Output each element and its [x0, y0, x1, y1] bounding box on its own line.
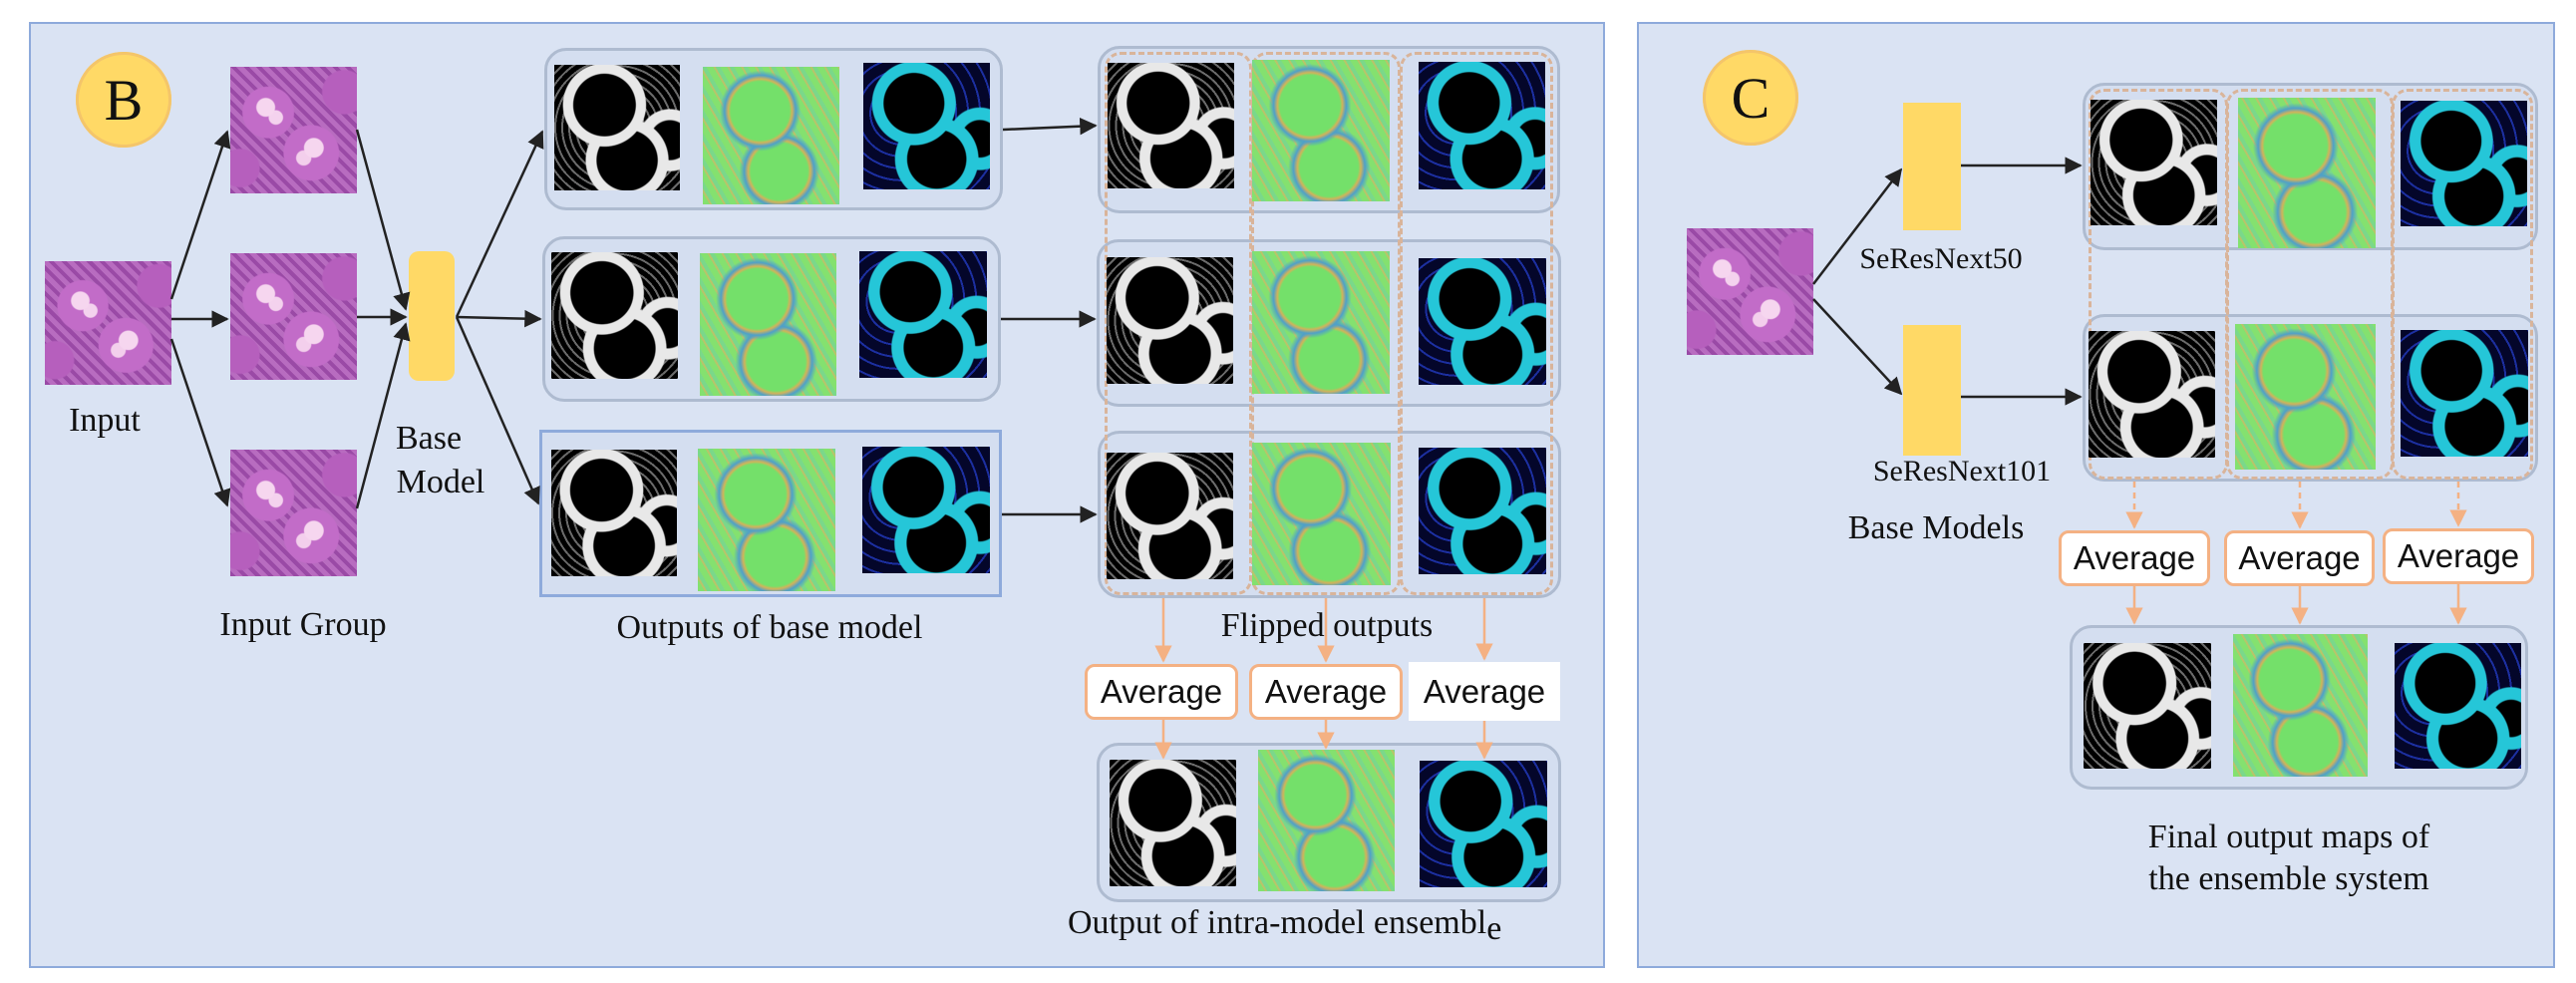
seresnext101-label: SeResNext101 — [1872, 455, 2052, 488]
flipped-1-binary-map — [1108, 63, 1234, 188]
panel-b-badge: B — [76, 52, 171, 148]
seresnext50-block — [1903, 103, 1961, 230]
base-output-1-nucleus-map — [863, 63, 990, 189]
base-output-2-distance-map — [700, 253, 836, 396]
final-nucleus-map — [2395, 643, 2521, 769]
base-output-1-binary-map — [554, 65, 680, 190]
base-output-2-binary-map — [551, 252, 678, 379]
ensemble-label: Output of intra-model ensemble — [1068, 903, 1501, 947]
flipped-column-1 — [1105, 52, 1252, 595]
base-model-label-line2: Model — [396, 464, 485, 500]
flipped-2-binary-map — [1107, 257, 1233, 384]
input-group-image-3 — [230, 450, 357, 576]
c-row2-nucleus-map — [2401, 330, 2528, 457]
flipped-column-3 — [1400, 52, 1553, 595]
average-box-b-1: Average — [1085, 664, 1238, 720]
base-model-label-line1: Base — [395, 420, 463, 457]
final-distance-map — [2233, 634, 2368, 777]
c-row1-nucleus-map — [2401, 101, 2527, 226]
input-group-image-1 — [230, 67, 357, 193]
flipped-3-distance-map — [1252, 443, 1391, 585]
seresnext50-label: SeResNext50 — [1859, 242, 2023, 275]
ensemble-distance-map — [1258, 750, 1395, 891]
base-output-3-distance-map — [698, 449, 835, 591]
average-box-c-3: Average — [2383, 528, 2534, 584]
c-column-3 — [2392, 89, 2533, 480]
input-group-label: Input Group — [219, 606, 387, 643]
c-row2-binary-map — [2089, 331, 2215, 458]
base-output-1-distance-map — [703, 67, 839, 204]
ensemble-label-main: Output of intra-model ensembl — [1068, 904, 1487, 941]
ensemble-binary-map — [1110, 760, 1236, 886]
final-label-line2: the ensemble system — [2148, 860, 2429, 897]
flipped-3-binary-map — [1107, 453, 1233, 579]
final-binary-map — [2084, 643, 2211, 769]
seresnext101-block — [1903, 325, 1961, 456]
average-box-c-2: Average — [2224, 530, 2375, 586]
panel-c-badge: C — [1703, 50, 1798, 146]
c-row1-binary-map — [2091, 100, 2217, 225]
flipped-1-nucleus-map — [1419, 62, 1545, 189]
ensemble-label-tail: e — [1486, 910, 1502, 947]
flipped-2-nucleus-map — [1419, 258, 1546, 385]
average-box-b-2: Average — [1249, 664, 1403, 720]
outputs-label: Outputs of base model — [616, 609, 923, 646]
base-models-label: Base Models — [1847, 509, 2025, 546]
average-box-c-1: Average — [2059, 530, 2210, 586]
average-box-b-3: Average — [1409, 662, 1560, 721]
input-image — [45, 261, 171, 385]
flipped-1-distance-map — [1252, 60, 1390, 201]
c-row1-distance-map — [2238, 98, 2376, 248]
final-label-line1: Final output maps of — [2147, 819, 2430, 855]
input-label: Input — [69, 402, 141, 439]
input-group-image-2 — [230, 253, 357, 380]
base-output-3-nucleus-map — [862, 447, 990, 573]
base-output-3-binary-map — [551, 450, 677, 576]
base-output-2-nucleus-map — [859, 251, 987, 378]
ensemble-nucleus-map — [1420, 761, 1547, 887]
panel-c-input-image — [1687, 228, 1813, 355]
c-row2-distance-map — [2235, 324, 2376, 470]
flipped-2-distance-map — [1252, 251, 1390, 394]
base-model-block — [409, 251, 455, 381]
flipped-3-nucleus-map — [1419, 448, 1546, 574]
